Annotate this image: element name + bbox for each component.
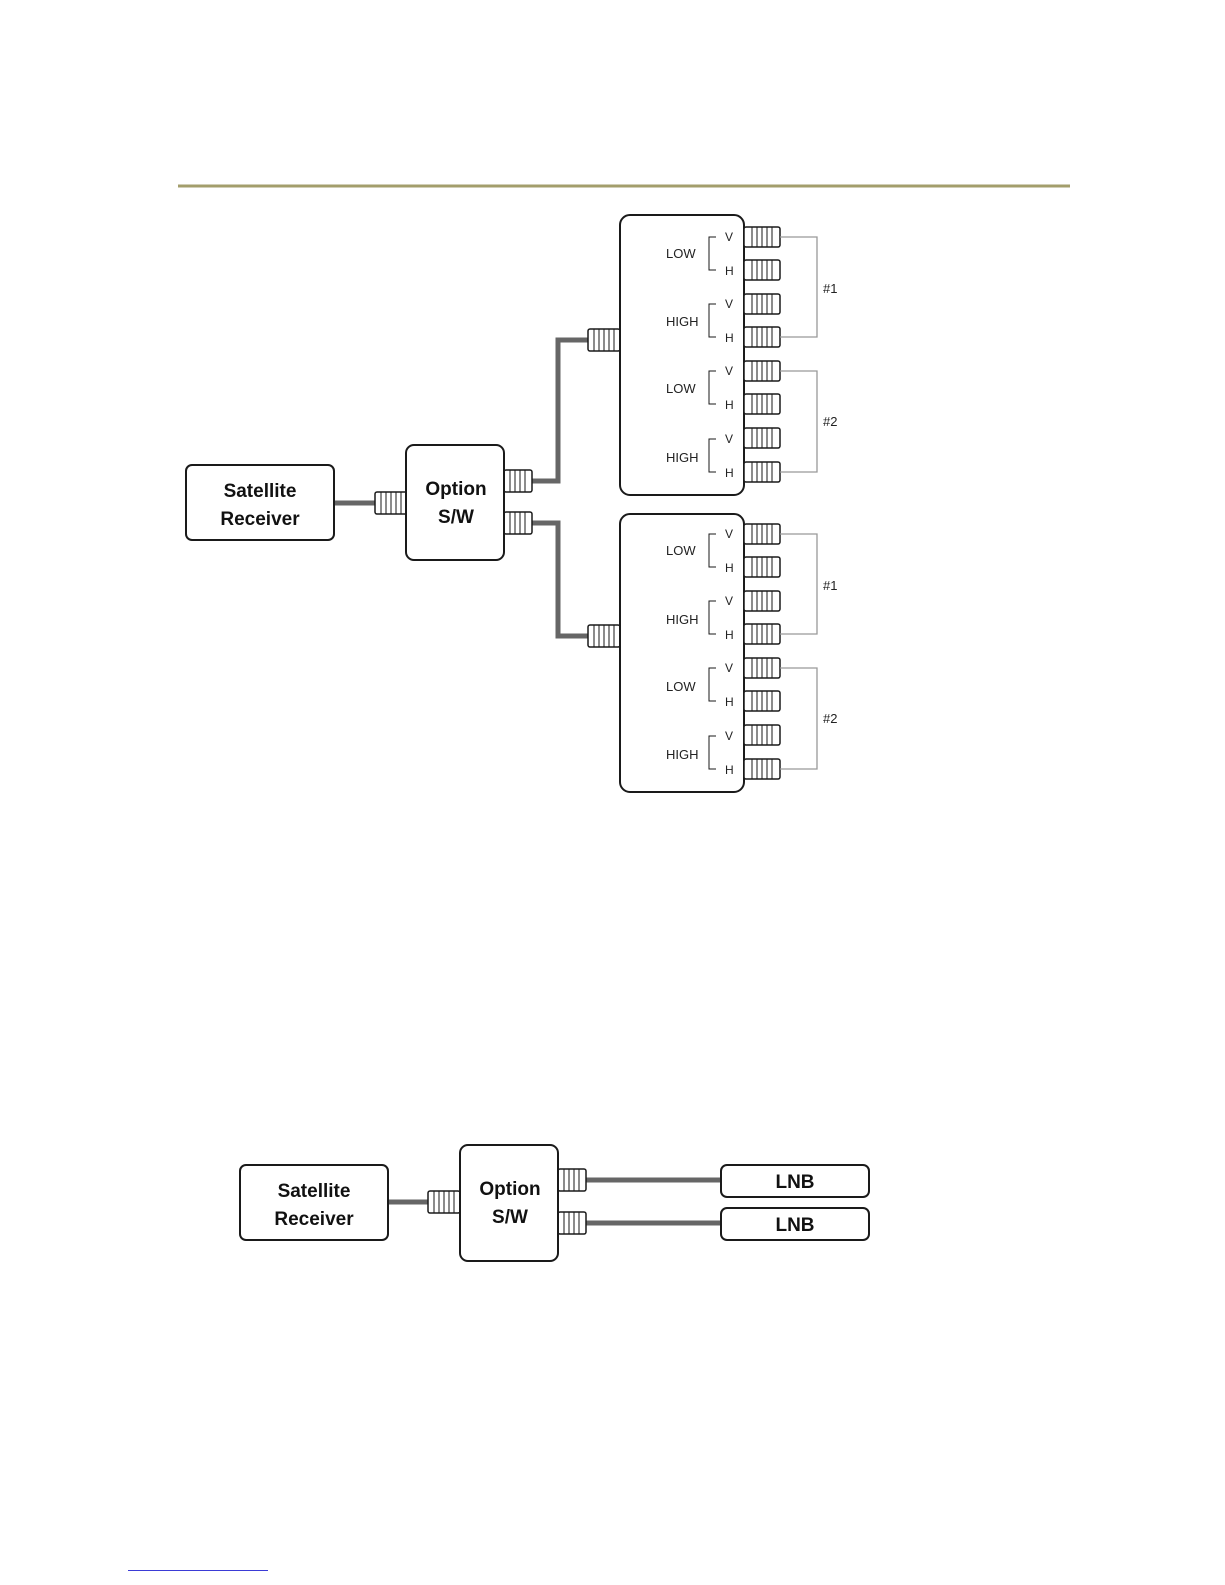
- band-label: HIGH: [666, 612, 699, 627]
- switch-output-connector-1: [504, 470, 532, 492]
- band-label: LOW: [666, 679, 696, 694]
- receiver-label-line2: Receiver: [220, 509, 300, 530]
- pol-label: V: [725, 661, 733, 675]
- band-label: HIGH: [666, 314, 699, 329]
- receiver-label-line1: Satellite: [278, 1181, 351, 1202]
- switch-input-connector: [375, 492, 407, 514]
- lnb-unit-1: LOW V H HIGH V H LOW V H HIGH V H: [588, 215, 837, 495]
- pol-label: H: [725, 331, 734, 345]
- group-label-2: #2: [823, 414, 837, 429]
- band-label: HIGH: [666, 450, 699, 465]
- diagram-1: Satellite Receiver: [186, 215, 837, 792]
- pol-label: H: [725, 695, 734, 709]
- pol-label: H: [725, 561, 734, 575]
- pol-label: V: [725, 364, 733, 378]
- satellite-receiver: Satellite Receiver: [186, 465, 334, 540]
- lnb-unit-1-input-connector: [588, 329, 620, 351]
- pol-label: V: [725, 729, 733, 743]
- pol-label: V: [725, 230, 733, 244]
- lnb-unit-2: LOW V H HIGH V H LOW V H HIGH V H: [588, 514, 837, 792]
- pol-label: V: [725, 432, 733, 446]
- group-bracket-1: [780, 237, 817, 337]
- group-bracket-2: [780, 371, 817, 472]
- lnb-1: LNB: [721, 1165, 869, 1197]
- lnb-2: LNB: [721, 1208, 869, 1240]
- pol-label: H: [725, 398, 734, 412]
- lnb-1-label: LNB: [775, 1172, 814, 1193]
- group-bracket-1: [780, 534, 817, 634]
- receiver-label-line2: Receiver: [274, 1209, 354, 1230]
- pol-label: H: [725, 264, 734, 278]
- switch-output-connector-2: [504, 512, 532, 534]
- lnb-unit-2-input-connector: [588, 625, 620, 647]
- receiver-label-line1: Satellite: [224, 481, 297, 502]
- switch-label-line1: Option: [479, 1179, 540, 1200]
- lnb-2-label: LNB: [775, 1215, 814, 1236]
- group-label-2: #2: [823, 711, 837, 726]
- band-label: HIGH: [666, 747, 699, 762]
- group-label-1: #1: [823, 281, 837, 296]
- footnote-separator: [128, 1570, 268, 1571]
- band-label: LOW: [666, 381, 696, 396]
- pol-label: H: [725, 763, 734, 777]
- switch-label-line2: S/W: [492, 1207, 528, 1228]
- cable-switch-to-lnb-unit-2: [531, 523, 589, 636]
- switch-label-line1: Option: [425, 479, 486, 500]
- pol-label: V: [725, 527, 733, 541]
- pol-label: H: [725, 628, 734, 642]
- switch-output-connector-1: [558, 1169, 586, 1191]
- group-bracket-2: [780, 668, 817, 769]
- switch-output-connector-2: [558, 1212, 586, 1234]
- option-switch: Option S/W: [460, 1145, 558, 1261]
- pol-label: H: [725, 466, 734, 480]
- option-switch: Option S/W: [406, 445, 504, 560]
- satellite-receiver: Satellite Receiver: [240, 1165, 388, 1240]
- switch-box: [406, 445, 504, 560]
- band-label: LOW: [666, 543, 696, 558]
- group-label-1: #1: [823, 578, 837, 593]
- pol-label: V: [725, 594, 733, 608]
- switch-box: [460, 1145, 558, 1261]
- cable-switch-to-lnb-unit-1: [531, 340, 589, 481]
- switch-input-connector: [428, 1191, 460, 1213]
- pol-label: V: [725, 297, 733, 311]
- band-label: LOW: [666, 246, 696, 261]
- switch-label-line2: S/W: [438, 507, 474, 528]
- diagram-2: Satellite Receiver: [240, 1145, 869, 1261]
